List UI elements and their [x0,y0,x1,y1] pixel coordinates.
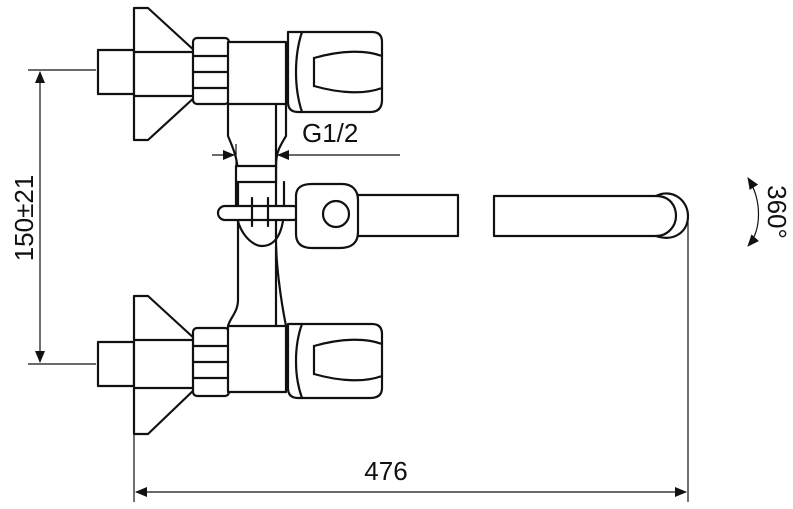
thread-insert [234,164,278,184]
width-dimension-label: 476 [364,456,407,486]
diverter-lever [216,196,302,228]
dimension-width: 476 [133,216,689,502]
dimension-thread: G1/2 [212,118,400,168]
top-valve-housing [226,40,288,106]
spout-pipe-left [356,193,460,238]
top-escutcheon [132,6,198,142]
bottom-inlet-pipe [96,340,136,388]
bottom-escutcheon [132,294,198,436]
rotation-arrow [747,177,760,247]
spout [294,182,690,250]
rotation-indicator: 360° [747,177,792,247]
spout-pipe-right [492,192,690,239]
bottom-wall-connector [96,294,231,436]
swivel-screw [321,199,351,229]
top-handle [286,30,384,114]
bottom-valve-housing [226,324,288,394]
bottom-handle-cap [286,322,384,400]
thread-dimension-label: G1/2 [302,118,358,148]
mixer-body [226,40,288,394]
top-handle-cap [286,30,384,114]
lever-bar [216,204,302,222]
rotation-label: 360° [762,185,792,239]
top-inlet-pipe [96,48,136,96]
height-dimension-label: 150±21 [9,175,39,262]
top-wall-connector [96,6,231,142]
dimension-height: 150±21 [9,69,96,365]
bottom-handle [286,322,384,400]
aerator-tip [654,194,678,238]
